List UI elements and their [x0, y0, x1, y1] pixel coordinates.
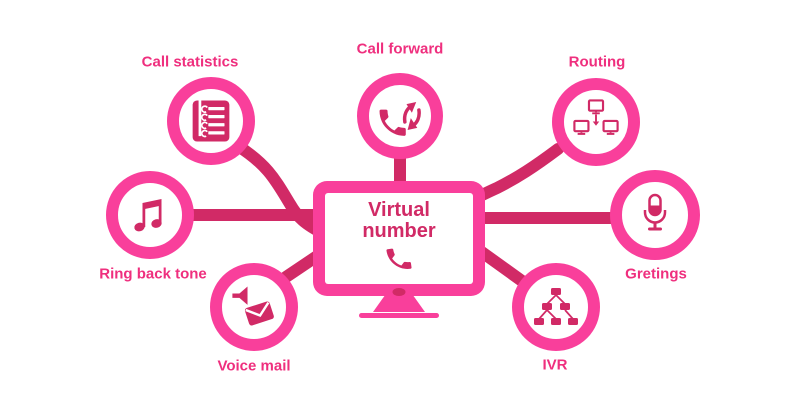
checklist-document-icon: [192, 100, 230, 142]
hierarchy-tree-icon: [534, 288, 578, 325]
computer-network-icon: [573, 99, 619, 135]
music-note-icon: [134, 199, 162, 232]
speaker-envelope-icon: [232, 286, 274, 326]
ring-back-tone-node: [106, 171, 194, 259]
microphone-icon: [643, 193, 667, 231]
ivr-node: [512, 263, 600, 351]
virtual-number-title: Virtual number: [362, 199, 436, 242]
monitor-stand-base: [359, 313, 439, 318]
virtual-number-monitor: Virtual number: [313, 181, 485, 318]
ring-back-tone-label: Ring back tone: [99, 265, 207, 283]
call-forward-label: Call forward: [356, 40, 444, 58]
voice-mail-node: [210, 263, 298, 351]
monitor-frame: Virtual number: [313, 181, 485, 296]
monitor-screen: Virtual number: [325, 193, 473, 284]
ivr-label: IVR: [542, 356, 568, 374]
routing-label: Routing: [568, 53, 626, 71]
routing-node: [552, 78, 640, 166]
call-statistics-node: [167, 77, 255, 165]
gretings-label: Gretings: [625, 265, 687, 283]
monitor-notch: [392, 288, 406, 296]
call-statistics-label: Call statistics: [141, 53, 239, 71]
call-forward-node: [357, 73, 443, 159]
monitor-stand-neck: [373, 296, 425, 312]
voice-mail-label: Voice mail: [217, 357, 291, 375]
connector-call-statistics: [232, 140, 330, 240]
gretings-node: [610, 170, 700, 260]
phone-swap-arrows-icon: [379, 101, 421, 136]
phone-handset-icon: [386, 248, 412, 269]
